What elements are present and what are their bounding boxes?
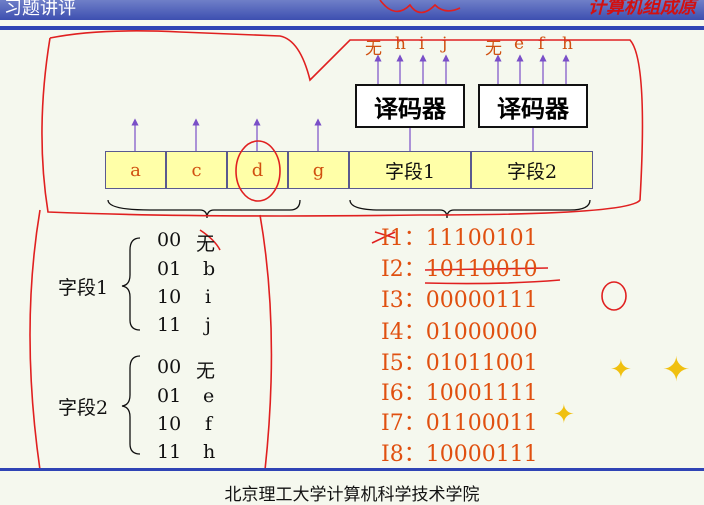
bottom-divider — [0, 468, 704, 471]
decoder1-none-label: 无 — [365, 39, 382, 59]
field1-value: 无 — [196, 233, 216, 255]
decoder1-output-h: h — [395, 34, 406, 54]
handwritten-annotations — [29, 0, 644, 471]
field1-value: j — [205, 314, 211, 336]
signal-arrows — [131, 54, 570, 151]
instruction-row: I1：11100101 — [381, 226, 538, 251]
instruction-row: I2：10110010 — [381, 257, 538, 282]
instruction-row: I5：01011001 — [381, 351, 538, 376]
field1-code: 10 — [157, 286, 182, 308]
title-bar — [0, 0, 704, 20]
instruction-row: I6：10001111 — [381, 381, 538, 406]
instruction-row: I7：01100011 — [381, 411, 538, 436]
decoder2-none-label: 无 — [485, 39, 502, 59]
star-icon: ✦ — [553, 400, 575, 430]
decoder2-output-h: h — [562, 34, 573, 54]
field1-value: b — [203, 258, 216, 280]
decoder2-output-f: f — [538, 34, 545, 54]
field2-value: e — [203, 385, 215, 407]
field2-value: h — [203, 441, 216, 463]
field2-code: 00 — [157, 356, 182, 378]
field-1: 字段1 — [349, 151, 471, 189]
field2-code: 11 — [157, 441, 182, 463]
decoder-box-1: 译码器 — [355, 84, 465, 128]
field-2: 字段2 — [471, 151, 593, 189]
field2-value: 无 — [196, 360, 216, 382]
field1-value: i — [205, 286, 212, 308]
field1-code: 11 — [157, 314, 182, 336]
instruction-row: I4：01000000 — [381, 320, 538, 345]
field-braces — [107, 199, 591, 455]
decoder-box-2: 译码器 — [478, 84, 588, 128]
field2-value: f — [205, 413, 213, 435]
field2-code: 01 — [157, 385, 182, 407]
field1-label: 字段1 — [58, 277, 109, 299]
slide-title: 习题讲评 — [4, 0, 76, 19]
star-icon: ✦ — [662, 350, 691, 390]
field2-label: 字段2 — [58, 397, 109, 419]
footer-text: 北京理工大学计算机科学技术学院 — [224, 485, 480, 505]
decoder1-output-j: j — [442, 34, 448, 54]
field1-code: 00 — [157, 229, 182, 251]
instruction-row: I8：10000111 — [381, 442, 538, 467]
field2-code: 10 — [157, 413, 182, 435]
course-title: 计算机组成原 — [588, 0, 696, 18]
star-icon: ✦ — [610, 355, 632, 385]
top-divider — [0, 26, 704, 30]
field-g: g — [288, 151, 349, 189]
field-a: a — [105, 151, 166, 189]
decoder1-output-i: i — [419, 34, 425, 54]
decoder2-output-e: e — [514, 34, 525, 54]
field-c: c — [166, 151, 227, 189]
field1-code: 01 — [157, 258, 182, 280]
instruction-row: I3：00000111 — [381, 288, 538, 313]
